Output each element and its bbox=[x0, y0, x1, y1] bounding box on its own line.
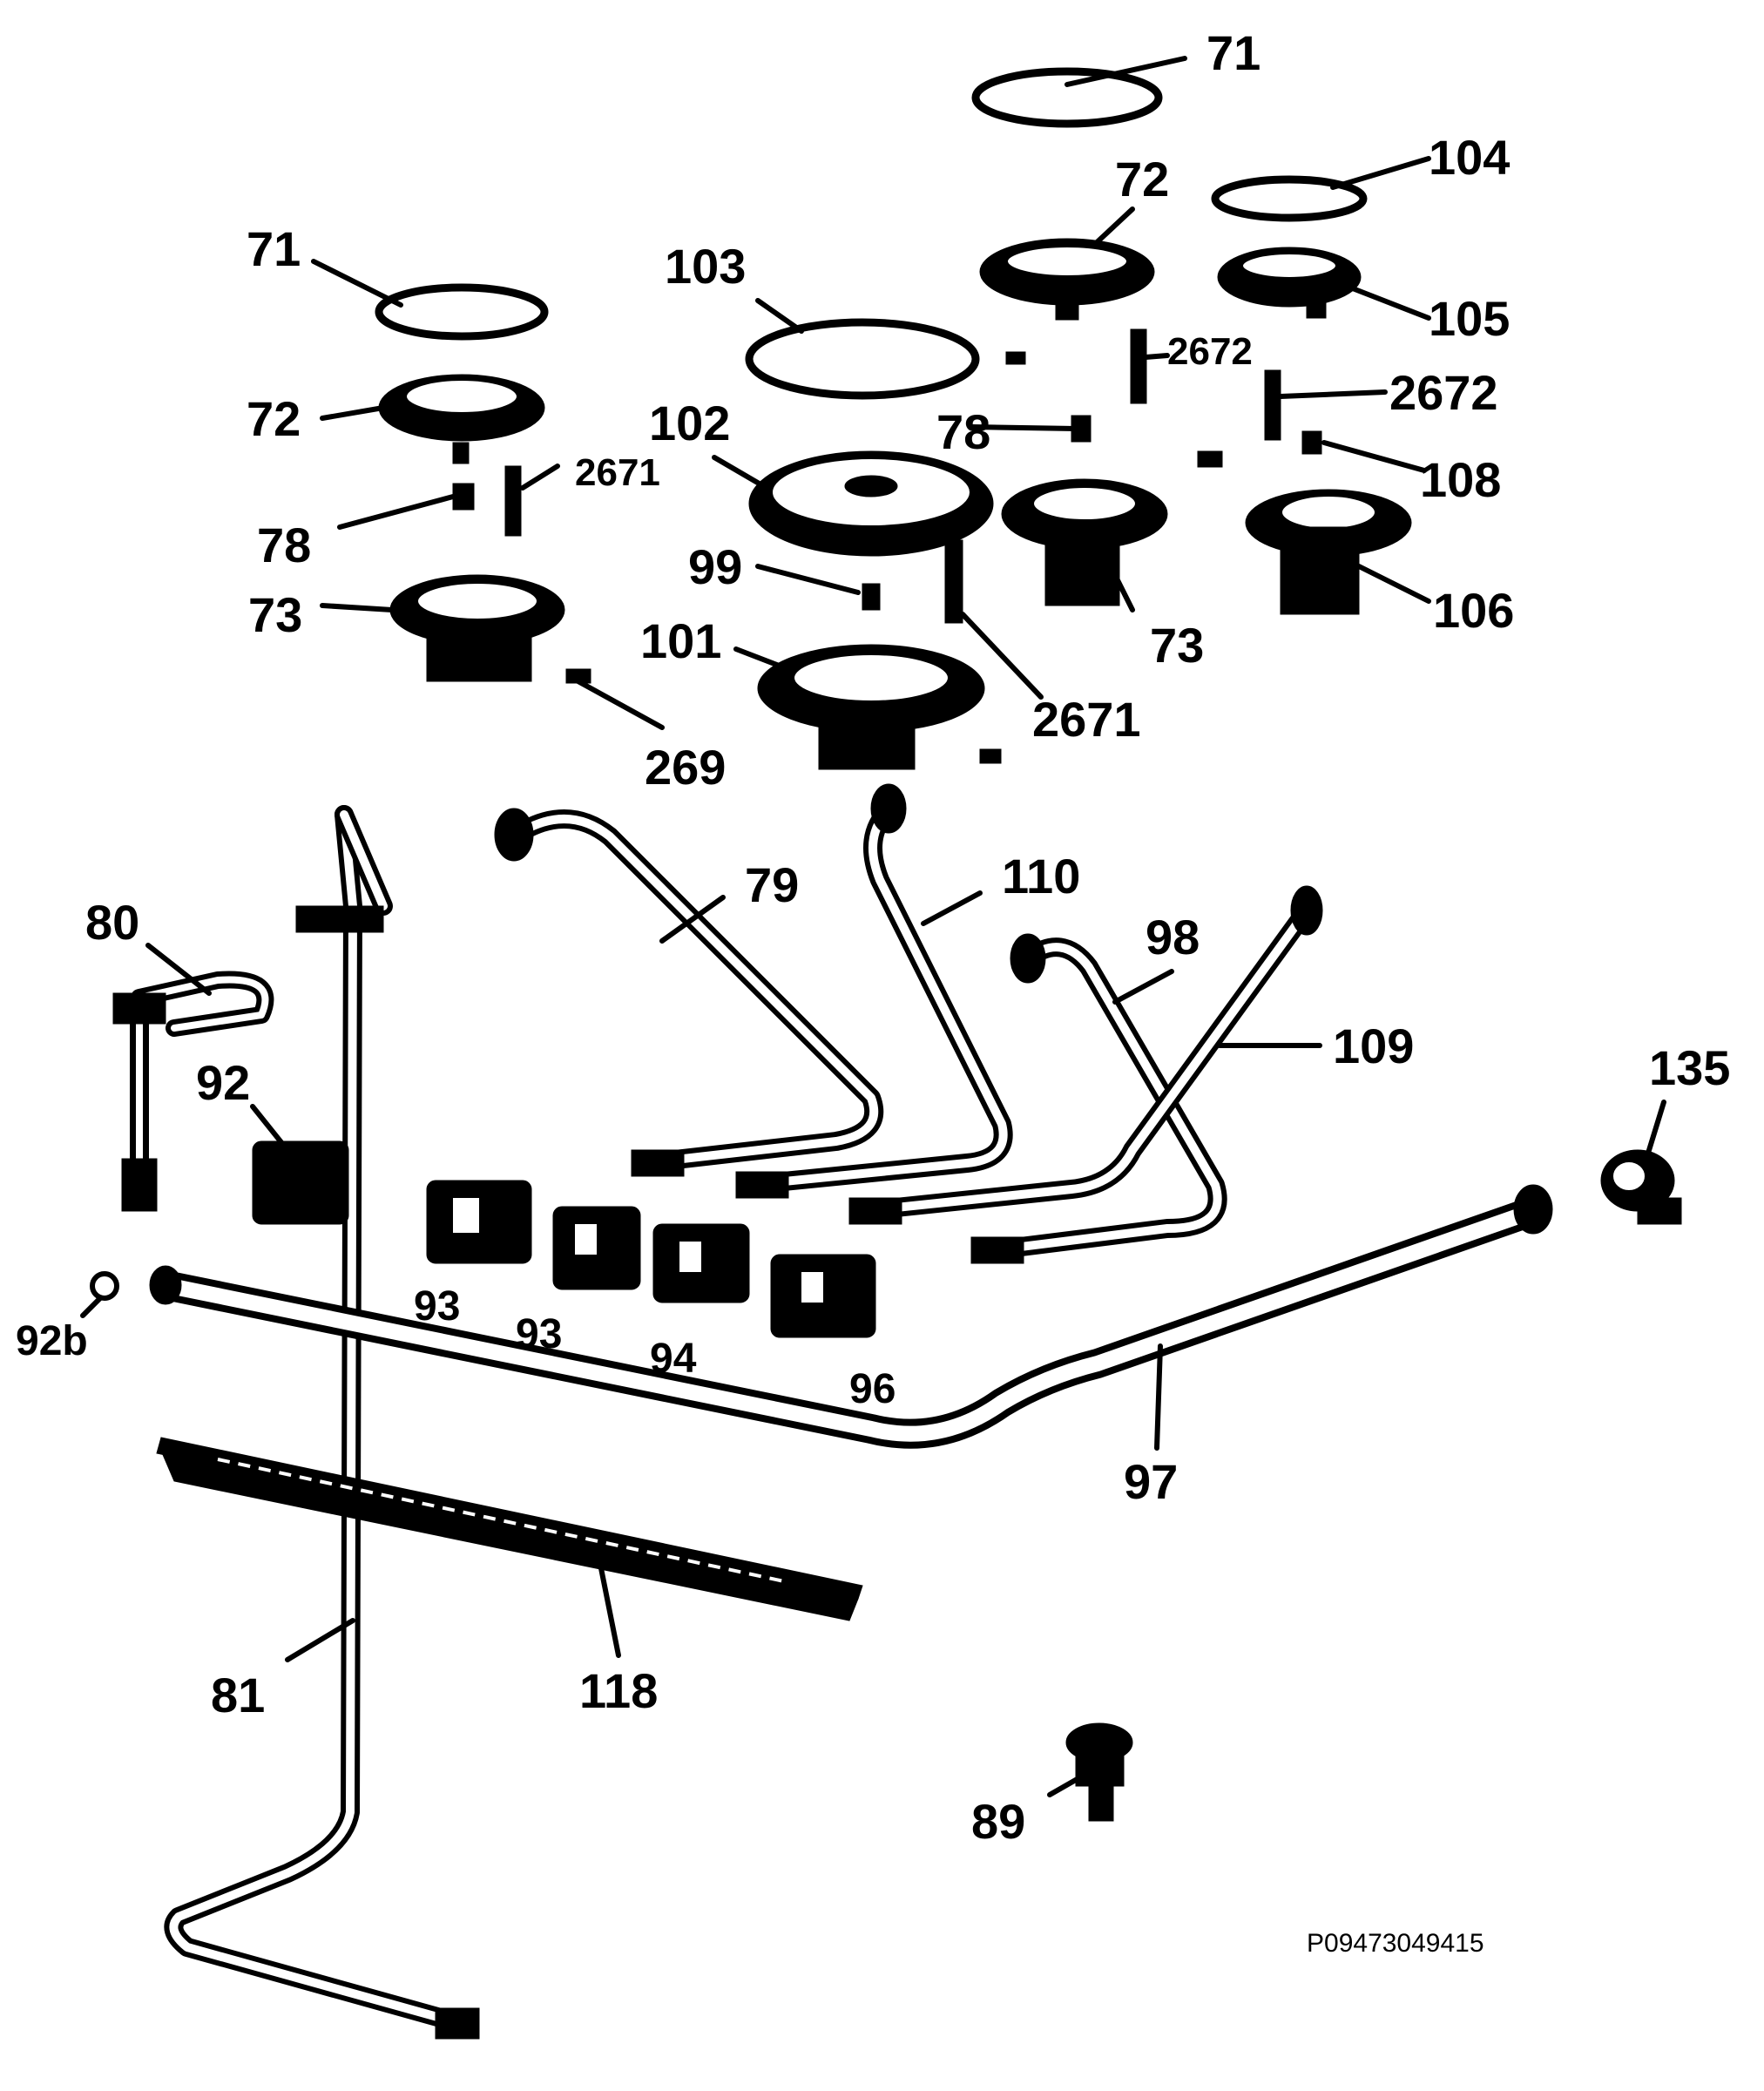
callout-71: 71 bbox=[1206, 25, 1260, 80]
part-burner-cap-71-left bbox=[375, 283, 549, 341]
callout-105: 105 bbox=[1429, 291, 1510, 346]
callout-93: 93 bbox=[414, 1283, 460, 1330]
callout-104: 104 bbox=[1429, 130, 1510, 185]
part-burner-body-73-right bbox=[1001, 478, 1168, 606]
callout-2672: 2672 bbox=[1389, 365, 1498, 420]
callout-80: 80 bbox=[85, 895, 139, 950]
callout-89: 89 bbox=[971, 1794, 1025, 1849]
callout-92b: 92b bbox=[16, 1318, 88, 1364]
callout-98: 98 bbox=[1146, 910, 1200, 964]
callout-78: 78 bbox=[257, 518, 311, 572]
part-burner-crown-102 bbox=[748, 450, 994, 557]
part-washer-92b bbox=[90, 1271, 119, 1301]
part-gas-pipes bbox=[130, 801, 1548, 2031]
callout-71: 71 bbox=[247, 221, 301, 276]
callout-103: 103 bbox=[665, 239, 746, 294]
callout-2672: 2672 bbox=[1167, 330, 1253, 373]
callout-94: 94 bbox=[650, 1336, 697, 1382]
part-connector-135 bbox=[1600, 1149, 1682, 1225]
part-knob-89 bbox=[1065, 1722, 1133, 1822]
part-burner-crown-105 bbox=[1217, 247, 1362, 319]
callout-109: 109 bbox=[1333, 1018, 1414, 1073]
callout-99: 99 bbox=[688, 539, 742, 594]
part-burner-body-73-left bbox=[389, 574, 565, 682]
callout-2671: 2671 bbox=[1032, 692, 1141, 747]
callout-118: 118 bbox=[579, 1663, 658, 1718]
callout-73: 73 bbox=[248, 587, 302, 642]
part-burner-cap-71-rear bbox=[971, 67, 1163, 128]
callout-108: 108 bbox=[1420, 452, 1501, 507]
callout-93: 93 bbox=[516, 1311, 562, 1357]
part-valve-highlights bbox=[453, 1198, 823, 1303]
part-burner-crown-72-left bbox=[378, 374, 545, 464]
callout-72: 72 bbox=[1115, 152, 1169, 206]
callout-269: 269 bbox=[645, 740, 726, 795]
callout-102: 102 bbox=[649, 396, 730, 450]
part-small-fittings bbox=[452, 328, 1322, 684]
callout-79: 79 bbox=[745, 857, 799, 912]
callout-labels: 71 71 104 72 72 105 103 2672 2672 102 78… bbox=[16, 25, 1730, 1849]
callout-97: 97 bbox=[1124, 1454, 1178, 1509]
callout-2671: 2671 bbox=[575, 451, 660, 494]
part-burner-cap-103 bbox=[745, 318, 1026, 400]
diagram-reference-code: P09473049415 bbox=[1307, 1929, 1484, 1958]
callout-106: 106 bbox=[1433, 583, 1514, 638]
callout-101: 101 bbox=[640, 613, 721, 668]
callout-72: 72 bbox=[247, 391, 301, 446]
callout-78: 78 bbox=[936, 404, 990, 459]
part-burner-body-101 bbox=[757, 644, 1002, 770]
part-pipe-fittings bbox=[112, 783, 1553, 2040]
part-burner-crown-72-rear bbox=[979, 238, 1155, 321]
callout-73: 73 bbox=[1150, 618, 1204, 673]
callout-92: 92 bbox=[196, 1055, 250, 1110]
part-burner-body-106 bbox=[1245, 489, 1412, 615]
callout-110: 110 bbox=[1002, 849, 1080, 903]
callout-135: 135 bbox=[1649, 1040, 1730, 1095]
part-ignition-strip-118 bbox=[156, 1437, 863, 1621]
callout-96: 96 bbox=[849, 1366, 896, 1412]
part-burner-cap-104 bbox=[1211, 175, 1368, 222]
leader-lines bbox=[80, 56, 1666, 1797]
callout-81: 81 bbox=[211, 1668, 265, 1722]
